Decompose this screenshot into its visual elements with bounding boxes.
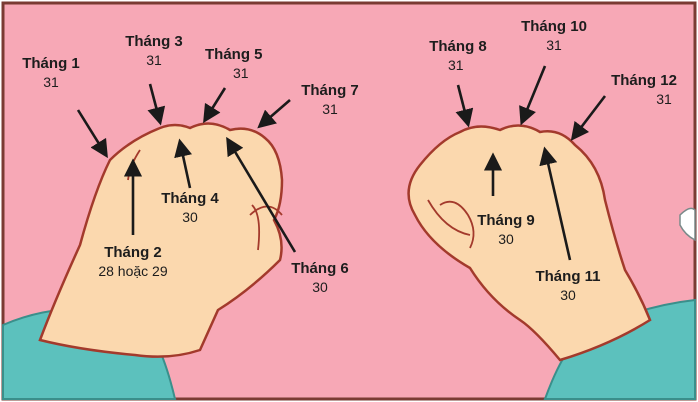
arrow-thang-4 [174,138,192,189]
right-arrows [455,65,607,261]
label-thang-5: Tháng 5 31 [205,46,263,81]
label-thang-9: Tháng 9 30 [477,212,535,247]
label-thang-7: Tháng 7 31 [301,82,359,117]
left-hand [38,122,284,358]
arrow-thang-5 [203,87,227,124]
label-thang-10: Tháng 10 31 [521,18,587,53]
label-thang-12: Tháng 12 31 [611,72,677,107]
right-hand [407,124,652,362]
arrow-thang-12 [570,95,607,141]
label-thang-3: Tháng 3 31 [125,33,183,68]
arrow-thang-6 [226,136,297,253]
label-thang-8: Tháng 8 31 [429,38,487,73]
arrow-thang-10 [519,65,547,126]
label-thang-4: Tháng 4 30 [161,190,219,225]
label-thang-6: Tháng 6 30 [291,260,349,295]
label-thang-1: Tháng 1 31 [22,55,80,90]
arrow-thang-7 [257,99,291,129]
arrow-thang-1 [76,109,108,159]
left-fist [2,122,284,400]
arrow-thang-11 [539,146,572,261]
left-arrows [76,83,297,253]
arrow-thang-8 [455,84,474,128]
right-fist [407,124,696,400]
label-thang-11: Tháng 11 30 [535,268,601,303]
label-thang-2: Tháng 2 28 hoặc 29 [98,244,168,279]
arrow-thang-3 [147,83,166,126]
